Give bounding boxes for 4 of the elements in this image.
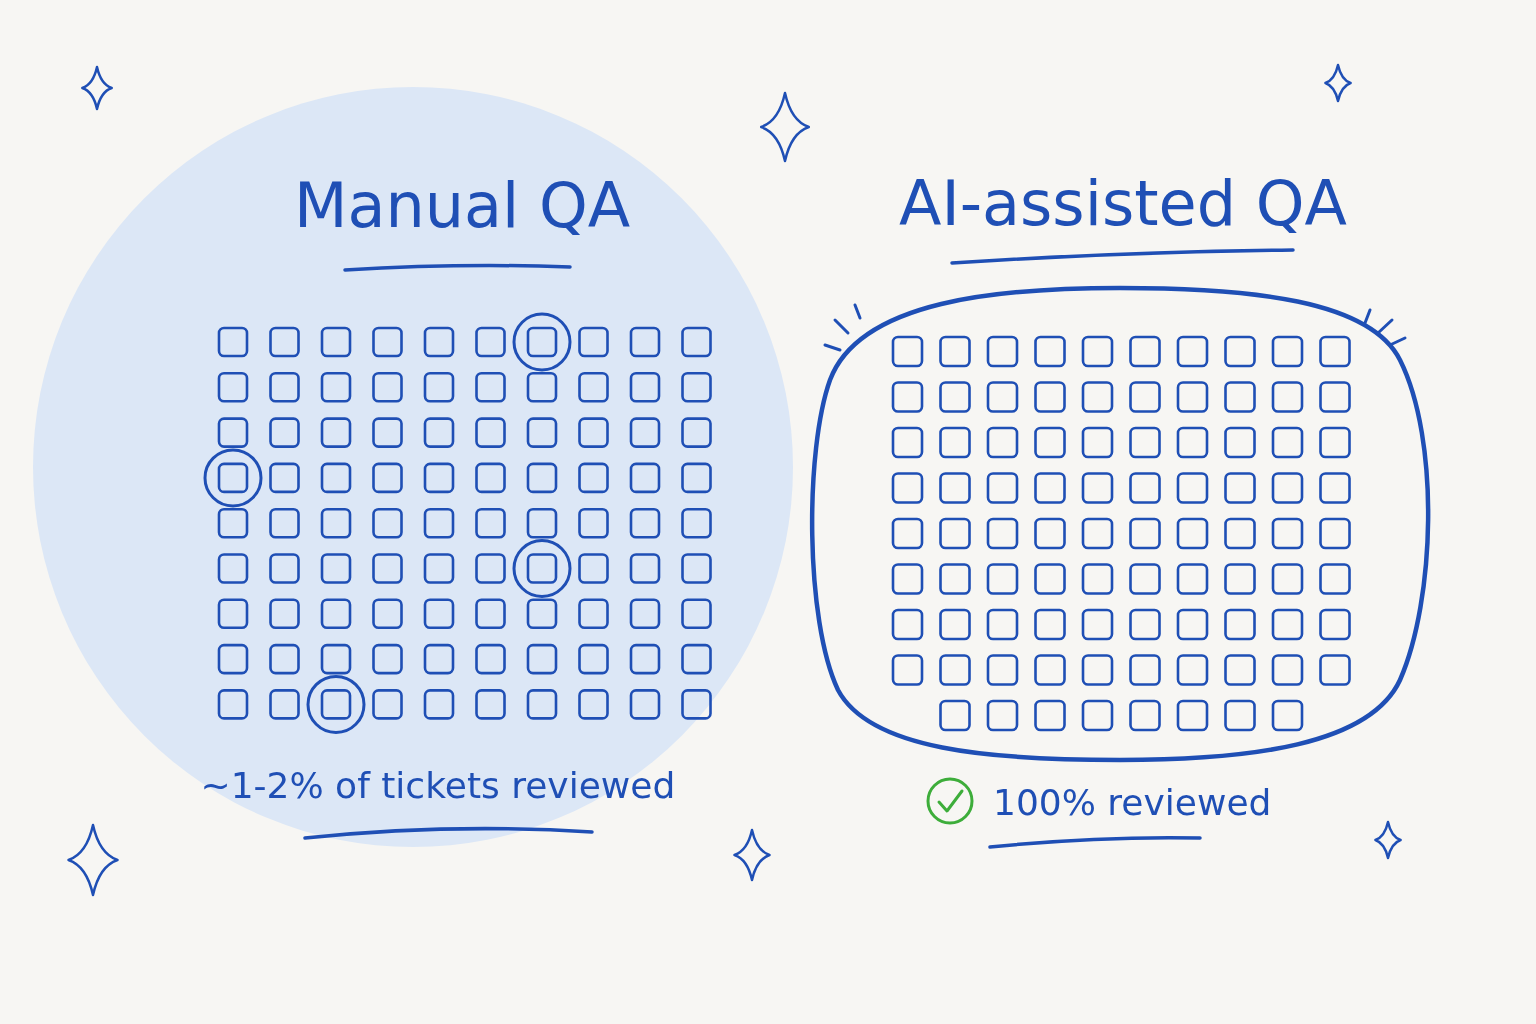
panel-heading: AI-assisted QA	[899, 168, 1347, 240]
panel-heading: Manual QA	[294, 170, 631, 242]
coverage-caption: ~1-2% of tickets reviewed	[200, 765, 676, 807]
coverage-caption: 100% reviewed	[993, 782, 1272, 824]
